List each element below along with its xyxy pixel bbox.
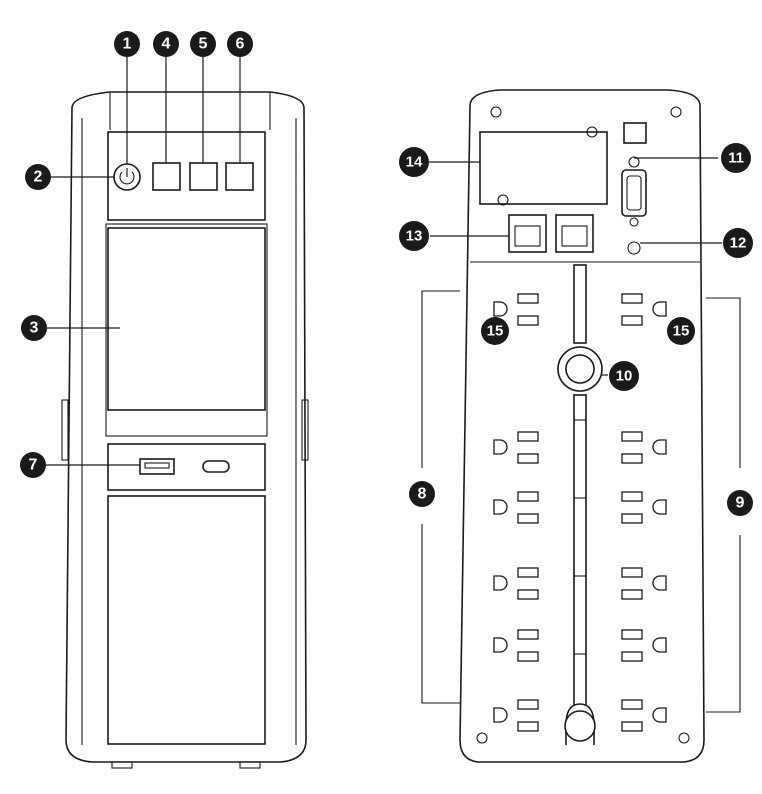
svg-text:10: 10 <box>616 368 633 385</box>
power-icon <box>119 168 135 185</box>
rear-screw <box>476 732 488 744</box>
lcd-frame <box>105 223 268 437</box>
svg-text:4: 4 <box>162 36 171 53</box>
callout-5: 5 <box>190 31 216 57</box>
svg-text:7: 7 <box>29 457 38 474</box>
callout-1: 1 <box>114 31 140 57</box>
cord-channel <box>573 264 587 706</box>
outlet <box>493 491 539 524</box>
rear-screw <box>490 106 502 118</box>
outlet <box>621 699 667 732</box>
callout-2: 2 <box>25 164 51 190</box>
callout-lines <box>46 55 741 713</box>
svg-text:1: 1 <box>123 36 132 53</box>
front-top-ridge <box>109 92 271 130</box>
outlet <box>621 431 667 464</box>
callout-11: 11 <box>721 143 751 173</box>
callout-7: 7 <box>20 452 46 478</box>
callout-8: 8 <box>409 481 435 507</box>
svg-text:14: 14 <box>406 154 423 171</box>
outlet <box>621 293 667 326</box>
function-button-5[interactable] <box>189 162 218 191</box>
front-view <box>61 91 309 769</box>
callout-6: 6 <box>227 31 253 57</box>
svg-text:12: 12 <box>730 235 747 252</box>
serial-screw <box>629 217 639 227</box>
serial-screw <box>628 156 640 168</box>
function-button-4[interactable] <box>152 162 181 191</box>
svg-text:2: 2 <box>34 169 43 186</box>
callout-3: 3 <box>21 315 47 341</box>
callout-12: 12 <box>723 228 753 258</box>
svg-text:15: 15 <box>673 323 690 340</box>
outlet <box>621 629 667 662</box>
rj45-port-in[interactable] <box>508 214 547 253</box>
outlet <box>493 567 539 600</box>
ground-screw <box>627 241 641 255</box>
outlet <box>493 431 539 464</box>
callout-9: 9 <box>727 490 753 516</box>
serial-port[interactable] <box>621 169 647 217</box>
rear-screw <box>670 106 682 118</box>
front-left-vent <box>61 399 69 461</box>
front-foot-right <box>239 761 261 769</box>
outlet-group <box>493 293 667 732</box>
usb-b-port[interactable] <box>623 122 647 144</box>
snmp-slot[interactable] <box>479 126 608 206</box>
rj45-port-out[interactable] <box>555 214 594 253</box>
usb-a-port[interactable] <box>139 458 175 475</box>
callout-10: 10 <box>609 361 639 391</box>
circuit-breaker[interactable] <box>557 346 603 392</box>
callout-14: 14 <box>399 147 429 177</box>
callout-13: 13 <box>399 221 429 251</box>
usb-c-port[interactable] <box>202 460 230 473</box>
svg-text:8: 8 <box>418 486 427 503</box>
lcd-display <box>107 227 266 411</box>
rear-screw <box>678 732 690 744</box>
outlet <box>621 567 667 600</box>
rear-view <box>459 89 705 763</box>
outlet <box>493 699 539 732</box>
svg-text:9: 9 <box>736 495 745 512</box>
front-lower-panel <box>107 495 266 745</box>
svg-text:6: 6 <box>236 36 245 53</box>
outlet <box>621 491 667 524</box>
svg-text:3: 3 <box>30 320 39 337</box>
function-button-6[interactable] <box>225 162 254 191</box>
svg-text:15: 15 <box>487 323 504 340</box>
outlet <box>493 293 539 326</box>
callout-15-left: 15 <box>481 317 509 345</box>
svg-text:13: 13 <box>406 228 423 245</box>
callout-4: 4 <box>153 31 179 57</box>
front-foot-left <box>111 761 133 769</box>
svg-text:11: 11 <box>728 150 744 167</box>
front-right-vent <box>301 399 309 461</box>
svg-text:5: 5 <box>199 36 208 53</box>
callout-15-right: 15 <box>667 317 695 345</box>
outlet <box>493 629 539 662</box>
usb-panel <box>107 443 266 491</box>
power-cord <box>564 703 596 745</box>
